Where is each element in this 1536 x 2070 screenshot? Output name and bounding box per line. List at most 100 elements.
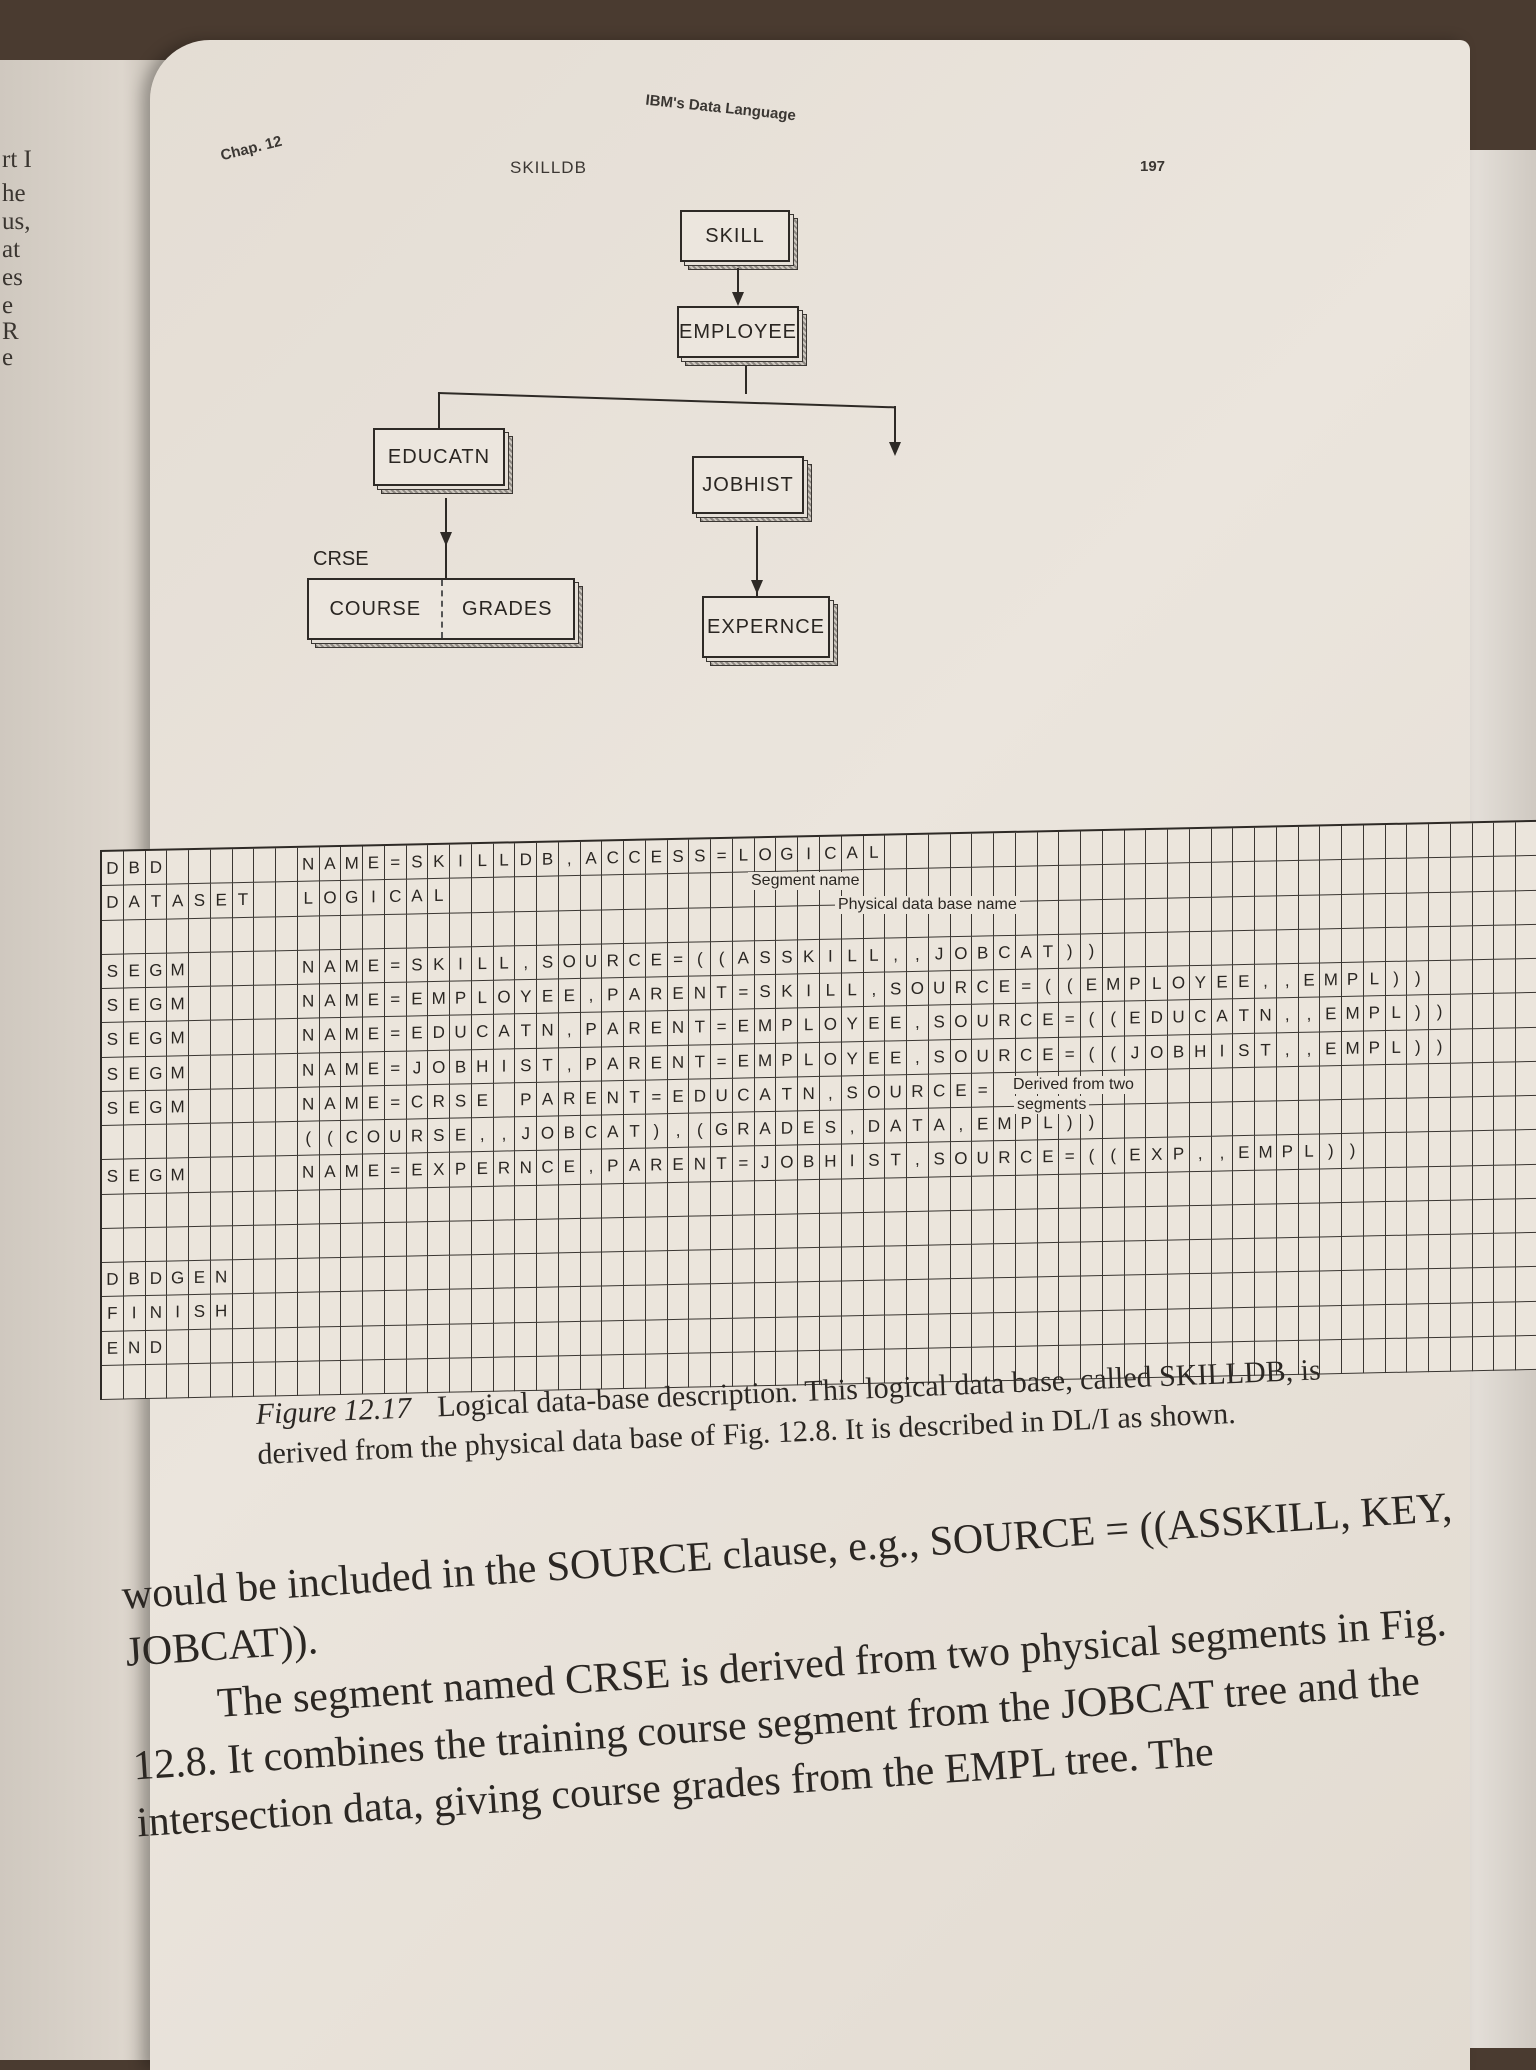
form-cell <box>1298 894 1321 930</box>
form-cell: D <box>145 850 168 886</box>
form-cell <box>232 1294 255 1329</box>
form-cell <box>798 1247 820 1283</box>
form-cell: A <box>754 1077 777 1113</box>
form-cell <box>732 906 755 942</box>
form-cell <box>254 1156 277 1192</box>
form-cell: D <box>1146 1000 1169 1036</box>
form-cell <box>1059 831 1082 867</box>
form-cell <box>450 912 472 948</box>
form-cell: E <box>645 942 668 978</box>
form-cell: Y <box>841 1041 864 1077</box>
form-cell: E <box>363 1051 385 1087</box>
form-cell: G <box>341 880 364 916</box>
form-cell: S <box>102 1057 124 1092</box>
form-cell: T <box>1037 934 1060 970</box>
form-cell <box>276 1361 298 1397</box>
form-cell <box>537 1184 559 1220</box>
form-cell <box>1233 1067 1256 1103</box>
form-cell <box>167 850 190 885</box>
form-cell <box>1472 1199 1495 1235</box>
form-cell: E <box>471 1083 494 1119</box>
form-cell <box>841 1212 864 1248</box>
form-cell: N <box>145 1295 168 1331</box>
form-cell: ) <box>645 1114 668 1149</box>
form-cell <box>1516 1267 1536 1302</box>
form-cell: S <box>428 1118 451 1154</box>
form-cell <box>1124 1104 1147 1139</box>
form-cell <box>1320 1202 1343 1238</box>
form-cell <box>994 1312 1016 1348</box>
form-cell: N <box>602 1080 625 1116</box>
form-cell <box>276 984 298 1020</box>
form-cell: ( <box>1059 968 1082 1004</box>
form-cell <box>1276 895 1299 931</box>
form-cell <box>471 1186 494 1221</box>
form-cell: S <box>102 1091 124 1126</box>
form-cell <box>1037 900 1060 936</box>
form-cell <box>689 1215 712 1251</box>
form-cell: A <box>602 1012 625 1047</box>
form-cell: ( <box>1081 1139 1103 1174</box>
form-cell: M <box>167 987 190 1022</box>
form-cell <box>297 915 320 951</box>
form-cell <box>1429 823 1451 859</box>
form-cell: M <box>428 981 451 1017</box>
form-cell <box>1385 858 1408 894</box>
form-cell: ( <box>1081 1036 1103 1072</box>
form-cell <box>1015 1243 1038 1279</box>
form-cell: T <box>885 1143 908 1179</box>
form-cell: L <box>1363 962 1386 997</box>
form-cell <box>254 951 277 986</box>
form-cell <box>1233 827 1256 863</box>
form-cell: S <box>450 1083 472 1119</box>
form-cell: J <box>1124 1035 1147 1071</box>
form-cell: = <box>732 1146 755 1182</box>
form-cell <box>1276 861 1299 896</box>
form-cell: ( <box>689 941 712 977</box>
form-cell <box>1168 931 1190 967</box>
form-cell <box>1276 1066 1299 1102</box>
form-cell <box>1124 1241 1147 1276</box>
form-cell <box>363 1325 385 1361</box>
form-cell <box>1494 1233 1517 1269</box>
form-cell: A <box>319 1155 342 1190</box>
form-cell <box>820 1315 842 1351</box>
segment-expernce: EXPERNCE <box>702 596 838 666</box>
form-cell <box>1081 1173 1103 1209</box>
form-cell <box>1298 1271 1321 1307</box>
form-cell: A <box>624 977 646 1013</box>
form-cell: E <box>558 978 581 1014</box>
form-cell <box>276 916 298 952</box>
form-cell: C <box>994 935 1016 971</box>
form-cell <box>1298 1066 1321 1101</box>
form-cell <box>276 1053 298 1089</box>
form-cell: , <box>907 937 929 973</box>
form-cell <box>994 832 1016 868</box>
form-cell <box>297 1224 320 1259</box>
form-cell: N <box>798 1076 820 1112</box>
form-cell <box>1059 865 1082 901</box>
form-cell <box>210 1123 233 1158</box>
form-cell <box>1450 891 1473 927</box>
form-cell <box>711 1249 733 1285</box>
form-cell: C <box>732 1078 755 1113</box>
form-cell: E <box>123 1159 146 1195</box>
form-cell: B <box>450 1049 472 1085</box>
form-cell: R <box>907 1074 929 1110</box>
form-cell <box>276 847 298 883</box>
form-cell: M <box>754 1043 777 1079</box>
form-cell: G <box>145 1056 168 1091</box>
form-cell <box>1450 1302 1473 1338</box>
form-cell: K <box>428 947 451 983</box>
form-cell <box>232 1191 255 1226</box>
form-cell: A <box>123 885 146 921</box>
form-cell: T <box>624 1080 646 1116</box>
form-cell <box>1124 898 1147 934</box>
form-cell: G <box>145 1158 168 1194</box>
form-cell: Y <box>841 1007 864 1042</box>
form-cell: E <box>406 1153 429 1189</box>
form-cell <box>1363 1167 1386 1203</box>
form-cell <box>689 1318 712 1354</box>
form-cell: , <box>1298 997 1321 1033</box>
form-cell <box>254 1293 277 1329</box>
